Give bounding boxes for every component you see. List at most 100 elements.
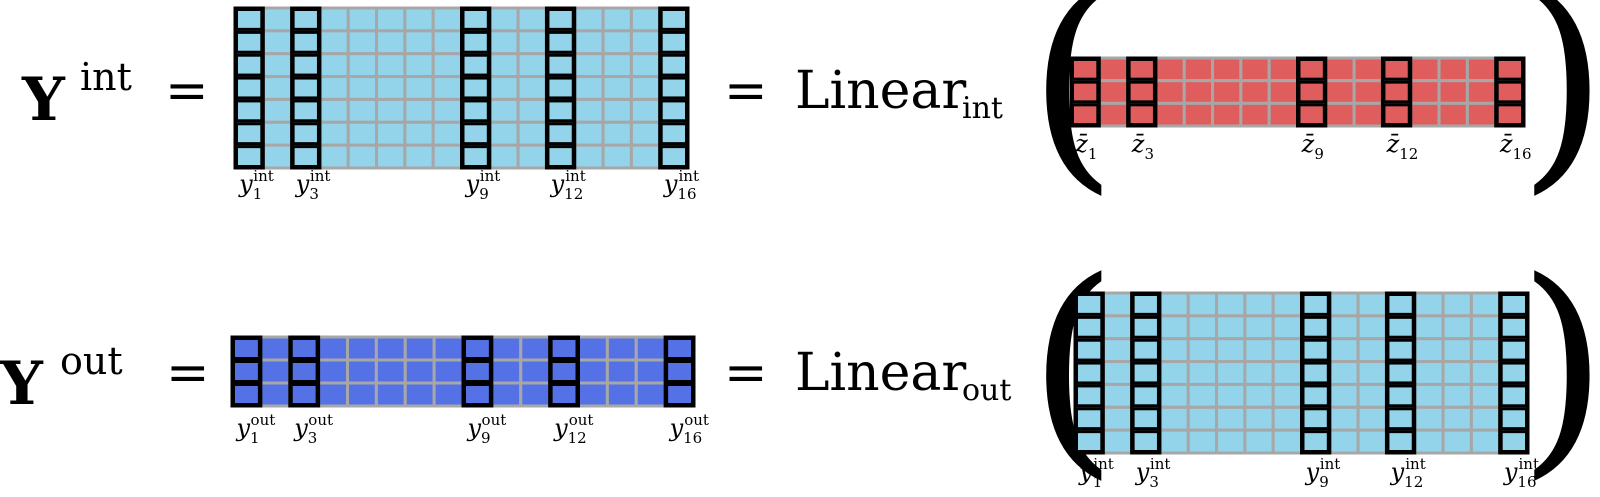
equals-sign-out-2: = [724, 343, 768, 403]
highlighted-column-outline [544, 6, 577, 170]
matrix-cell [1154, 79, 1186, 105]
matrix-cell [460, 52, 492, 79]
linear-out-base: Linear [795, 343, 966, 403]
column-label: y3out [293, 411, 333, 447]
matrix-cell [1328, 291, 1360, 318]
matrix-cell [629, 29, 662, 56]
linear-out-sub: out [962, 373, 1011, 408]
matrix-cell [346, 29, 379, 56]
close-paren-out: ) [1518, 233, 1600, 497]
matrix-cell [658, 120, 690, 147]
matrix-cell [629, 143, 662, 170]
matrix-cell [432, 335, 465, 362]
matrix-cell [1186, 314, 1219, 341]
matrix-cell [1328, 382, 1360, 409]
matrix-cell [318, 97, 350, 124]
matrix-cell [1384, 382, 1417, 409]
matrix-cell [431, 97, 463, 124]
matrix-cell [516, 29, 548, 56]
column-label: z̄12 [1386, 130, 1419, 163]
matrix-cell [431, 6, 463, 33]
matrix-cell [1186, 428, 1219, 455]
matrix-cell [1182, 79, 1215, 105]
matrix-cell [516, 52, 548, 79]
matrix-cell [1130, 428, 1162, 455]
matrix-cell [1384, 360, 1417, 386]
matrix-cell [629, 75, 662, 101]
matrix-cell [1211, 79, 1243, 105]
matrix-cell [460, 120, 492, 147]
highlighted-column-3 [1130, 291, 1162, 455]
matrix-cell [1441, 382, 1473, 409]
matrix-z-bar [1069, 56, 1526, 128]
matrix-cell [601, 6, 633, 33]
matrix-cell [658, 29, 690, 56]
matrix-cell [317, 381, 349, 408]
matrix-cell [1101, 428, 1134, 455]
matrix-cell [488, 29, 520, 56]
matrix-cell [259, 381, 292, 408]
matrix-cell [233, 75, 265, 101]
matrix-cell [1243, 314, 1275, 341]
matrix-cell [573, 75, 605, 101]
matrix-cell [1101, 291, 1134, 318]
matrix-cell [318, 75, 350, 101]
matrix-cell [403, 29, 435, 56]
matrix-cell [1409, 79, 1441, 105]
highlighted-column-outline [1498, 291, 1530, 455]
matrix-cell [460, 97, 492, 124]
matrix-cell [233, 29, 265, 56]
matrix-cell [629, 6, 662, 33]
column-label: y9int [1305, 455, 1341, 491]
matrix-cell [460, 143, 492, 170]
matrix-cell [1073, 291, 1105, 318]
matrix-cell [1441, 337, 1473, 364]
matrix-cell [375, 97, 407, 124]
matrix-cell [1384, 337, 1417, 364]
matrix-cell [516, 120, 548, 147]
matrix-cell [605, 381, 638, 408]
matrix-cell [1356, 314, 1388, 341]
highlighted-column-outline [1384, 291, 1417, 455]
matrix-cell [1073, 428, 1105, 455]
matrix-cell [261, 120, 294, 147]
matrix-cell [259, 335, 292, 362]
equals-sign-int-1: = [165, 61, 209, 121]
matrix-cell [461, 335, 494, 362]
highlighted-column-9 [461, 335, 494, 408]
matrix-cell [403, 52, 435, 79]
highlighted-column-12 [544, 6, 577, 170]
matrix-cell [516, 143, 548, 170]
matrix-cell [1158, 428, 1190, 455]
matrix-cell [1413, 405, 1445, 432]
matrix-cell [544, 6, 577, 33]
matrix-cell [601, 52, 633, 79]
matrix-cell [488, 120, 520, 147]
highlighted-column-outline [1300, 291, 1332, 455]
matrix-cell [1469, 405, 1502, 432]
matrix-cell [1097, 79, 1130, 105]
matrix-cell [346, 75, 379, 101]
matrix-cell [605, 358, 638, 385]
highlighted-column-9 [1296, 56, 1328, 128]
matrix-cell [1324, 101, 1356, 128]
highlighted-column-outline [1073, 291, 1105, 455]
highlighted-column-16 [1498, 291, 1530, 455]
column-label: y12out [553, 411, 593, 447]
matrix-cell [1130, 291, 1162, 318]
matrix-cell [1215, 360, 1247, 386]
matrix-cell [290, 6, 322, 33]
matrix-cell [1267, 56, 1299, 83]
matrix-cell [1380, 101, 1413, 128]
matrix-cell [573, 6, 605, 33]
matrix-cell [346, 335, 378, 362]
matrix-cell [1469, 428, 1502, 455]
matrix-cell [1328, 405, 1360, 432]
highlighted-column-outline [461, 335, 494, 408]
matrix-cell [1073, 382, 1105, 409]
matrix-cell [1097, 56, 1130, 83]
matrix-cell [432, 381, 465, 408]
